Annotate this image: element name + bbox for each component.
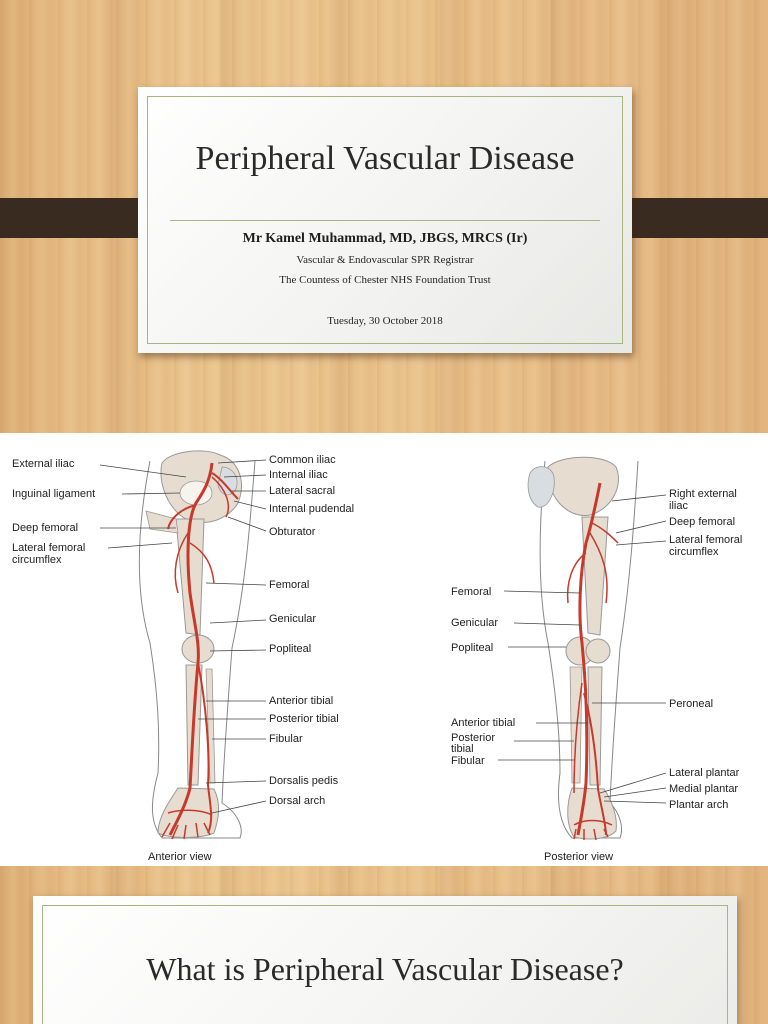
label-anterior-tibial: Anterior tibial: [269, 695, 333, 707]
label-femoral-posterior: Femoral: [451, 586, 491, 598]
label-circumflex-posterior: circumflex: [669, 546, 719, 558]
label-internal-iliac: Internal iliac: [269, 469, 328, 481]
posterior-leg-drawing: [527, 456, 639, 841]
slide-title: Peripheral Vascular Disease: [195, 140, 575, 177]
label-lateral-plantar: Lateral plantar: [669, 767, 740, 779]
label-fibular: Fibular: [269, 733, 303, 745]
card2-frame: [42, 905, 728, 1024]
label-femoral: Femoral: [269, 579, 309, 591]
left-clip-bar: [0, 198, 155, 238]
label-obturator: Obturator: [269, 526, 316, 538]
label-internal-pudendal: Internal pudendal: [269, 503, 354, 515]
label-anterior-tibial-posterior: Anterior tibial: [451, 717, 515, 729]
label-genicular: Genicular: [269, 613, 316, 625]
card-frame: [147, 96, 623, 344]
label-lateral-sacral: Lateral sacral: [269, 485, 335, 497]
label-common-iliac: Common iliac: [269, 454, 336, 466]
label-iliac: iliac: [669, 500, 688, 512]
label-tibial: tibial: [451, 743, 474, 755]
label-popliteal-posterior: Popliteal: [451, 642, 493, 654]
label-dorsal-arch: Dorsal arch: [269, 795, 325, 807]
label-circumflex: circumflex: [12, 554, 62, 566]
label-medial-plantar: Medial plantar: [669, 783, 738, 795]
label-lateral-femoral: Lateral femoral: [12, 542, 85, 554]
author-role: Vascular & Endovascular SPR Registrar: [296, 254, 474, 266]
posterior-leader-lines: [498, 494, 667, 804]
title-divider: [170, 220, 600, 221]
label-lateral-femoral-posterior: Lateral femoral: [669, 534, 742, 546]
caption-posterior-view: Posterior view: [544, 851, 613, 863]
label-deep-femoral: Deep femoral: [12, 522, 78, 534]
label-genicular-posterior: Genicular: [451, 617, 498, 629]
anterior-leg-drawing: [138, 450, 256, 840]
author-trust: The Countess of Chester NHS Foundation T…: [279, 274, 491, 286]
title-slide-card: Peripheral Vascular Disease Mr Kamel Muh…: [138, 87, 632, 353]
question-title: What is Peripheral Vascular Disease?: [146, 951, 624, 987]
label-posterior-tibial: Posterior tibial: [269, 713, 339, 725]
label-plantar-arch: Plantar arch: [669, 799, 728, 811]
question-slide-card: What is Peripheral Vascular Disease?: [33, 896, 737, 1024]
author-name: Mr Kamel Muhammad, MD, JBGS, MRCS (Ir): [242, 231, 528, 246]
label-posterior: Posterior: [451, 732, 495, 744]
label-external-iliac: External iliac: [12, 458, 75, 470]
label-deep-femoral-posterior: Deep femoral: [669, 516, 735, 528]
label-inguinal-ligament: Inguinal ligament: [12, 488, 95, 500]
label-popliteal: Popliteal: [269, 643, 311, 655]
anterior-leader-lines: [99, 459, 267, 814]
label-fibular-posterior: Fibular: [451, 755, 485, 767]
leg-arteries-illustration: External iliac Inguinal ligament Deep fe…: [12, 450, 742, 863]
caption-anterior-view: Anterior view: [148, 851, 212, 863]
leg-arteries-figure: External iliac Inguinal ligament Deep fe…: [0, 433, 768, 866]
label-right-external: Right external: [669, 488, 737, 500]
right-clip-bar: [612, 198, 768, 238]
label-peroneal: Peroneal: [669, 698, 713, 710]
presentation-date: Tuesday, 30 October 2018: [327, 315, 443, 327]
label-dorsalis-pedis: Dorsalis pedis: [269, 775, 339, 787]
